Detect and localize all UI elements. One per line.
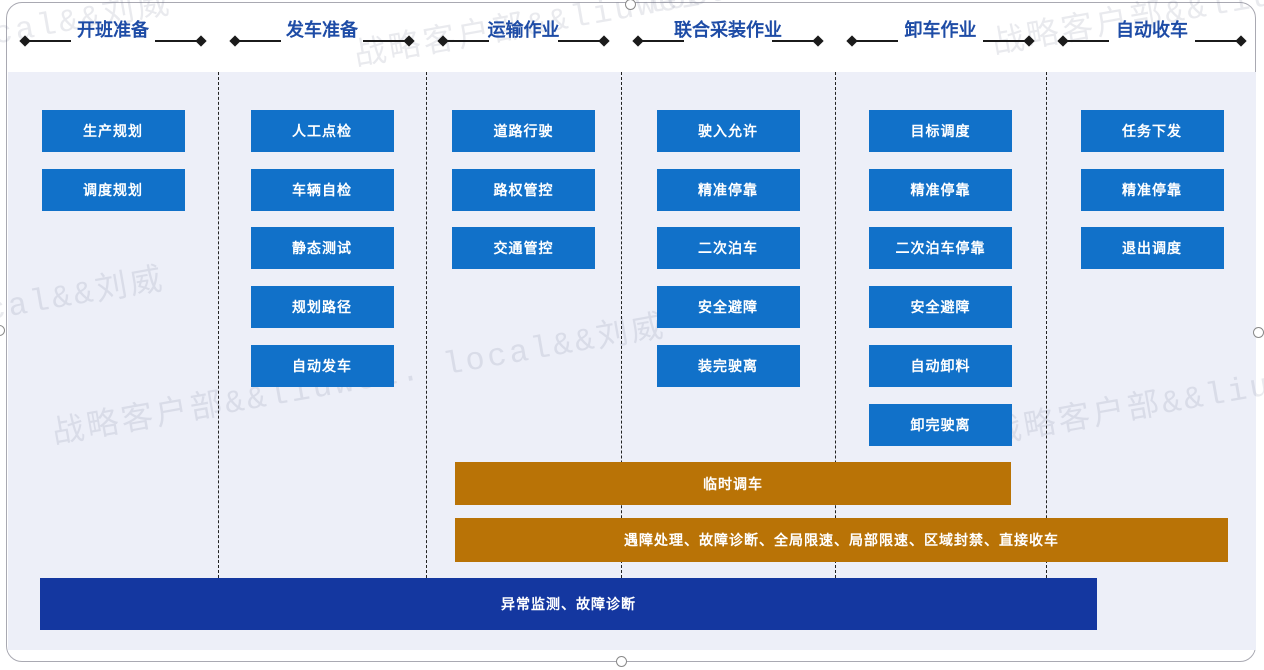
- header-line-right: [1195, 34, 1247, 47]
- step-box[interactable]: 自动发车: [250, 345, 394, 387]
- phase-header-6[interactable]: 自动收车: [1057, 14, 1247, 50]
- header-line-right: [983, 34, 1035, 47]
- step-box[interactable]: 安全避障: [869, 286, 1012, 328]
- step-box[interactable]: 交通管控: [452, 227, 595, 269]
- header-line-right: [558, 34, 610, 47]
- step-box[interactable]: 二次泊车: [656, 227, 800, 269]
- temporary-dispatch-bar[interactable]: 临时调车: [455, 462, 1011, 505]
- step-box[interactable]: 退出调度: [1080, 227, 1224, 269]
- header-line-left: [437, 34, 489, 47]
- phase-header-2[interactable]: 发车准备: [229, 14, 415, 50]
- step-box[interactable]: 静态测试: [250, 227, 394, 269]
- header-line-right: [363, 34, 415, 47]
- step-box[interactable]: 装完驶离: [656, 345, 800, 387]
- phase-title: 开班准备: [77, 20, 149, 40]
- step-box[interactable]: 人工点检: [250, 110, 394, 152]
- step-box[interactable]: 规划路径: [250, 286, 394, 328]
- column-separator: [426, 72, 427, 578]
- step-box[interactable]: 卸完驶离: [869, 404, 1012, 446]
- column-separator: [218, 72, 219, 578]
- header-line-left: [1057, 34, 1109, 47]
- header-line-left: [19, 34, 71, 47]
- column-separator: [835, 72, 836, 578]
- step-box[interactable]: 二次泊车停靠: [869, 227, 1012, 269]
- header-line-right: [155, 34, 207, 47]
- step-box[interactable]: 任务下发: [1080, 110, 1224, 152]
- phase-title: 卸车作业: [904, 20, 977, 40]
- step-box[interactable]: 安全避障: [656, 286, 800, 328]
- header-line-left: [229, 34, 281, 47]
- step-box[interactable]: 车辆自检: [250, 169, 394, 211]
- column-separator: [621, 72, 622, 578]
- step-box[interactable]: 精准停靠: [1080, 169, 1224, 211]
- header-line-right: [772, 34, 824, 47]
- header-line-left: [632, 34, 684, 47]
- step-box[interactable]: 自动卸料: [869, 345, 1012, 387]
- phase-header-4[interactable]: 联合采装作业: [632, 14, 824, 50]
- phase-title: 运输作业: [487, 20, 560, 40]
- header-line-left: [846, 34, 898, 47]
- obstacle-fault-handling-bar[interactable]: 遇障处理、故障诊断、全局限速、局部限速、区域封禁、直接收车: [455, 518, 1228, 562]
- phase-header-5[interactable]: 卸车作业: [846, 14, 1035, 50]
- step-box[interactable]: 精准停靠: [656, 169, 800, 211]
- phase-title: 联合采装作业: [674, 20, 782, 40]
- step-box[interactable]: 道路行驶: [452, 110, 595, 152]
- column-separator: [1046, 72, 1047, 578]
- phase-title: 发车准备: [286, 20, 358, 40]
- step-box[interactable]: 驶入允许: [656, 110, 800, 152]
- step-box[interactable]: 精准停靠: [869, 169, 1012, 211]
- selection-handle-bottom[interactable]: [616, 656, 627, 667]
- selection-handle-right[interactable]: [1253, 327, 1264, 338]
- phase-header-3[interactable]: 运输作业: [437, 14, 610, 50]
- step-box[interactable]: 目标调度: [869, 110, 1012, 152]
- phase-title: 自动收车: [1116, 20, 1188, 40]
- step-box[interactable]: 调度规划: [41, 169, 185, 211]
- phase-header-1[interactable]: 开班准备: [19, 14, 207, 50]
- step-box[interactable]: 路权管控: [452, 169, 595, 211]
- step-box[interactable]: 生产规划: [41, 110, 185, 152]
- selection-handle-top[interactable]: [625, 0, 636, 10]
- anomaly-monitoring-bar[interactable]: 异常监测、故障诊断: [40, 578, 1097, 630]
